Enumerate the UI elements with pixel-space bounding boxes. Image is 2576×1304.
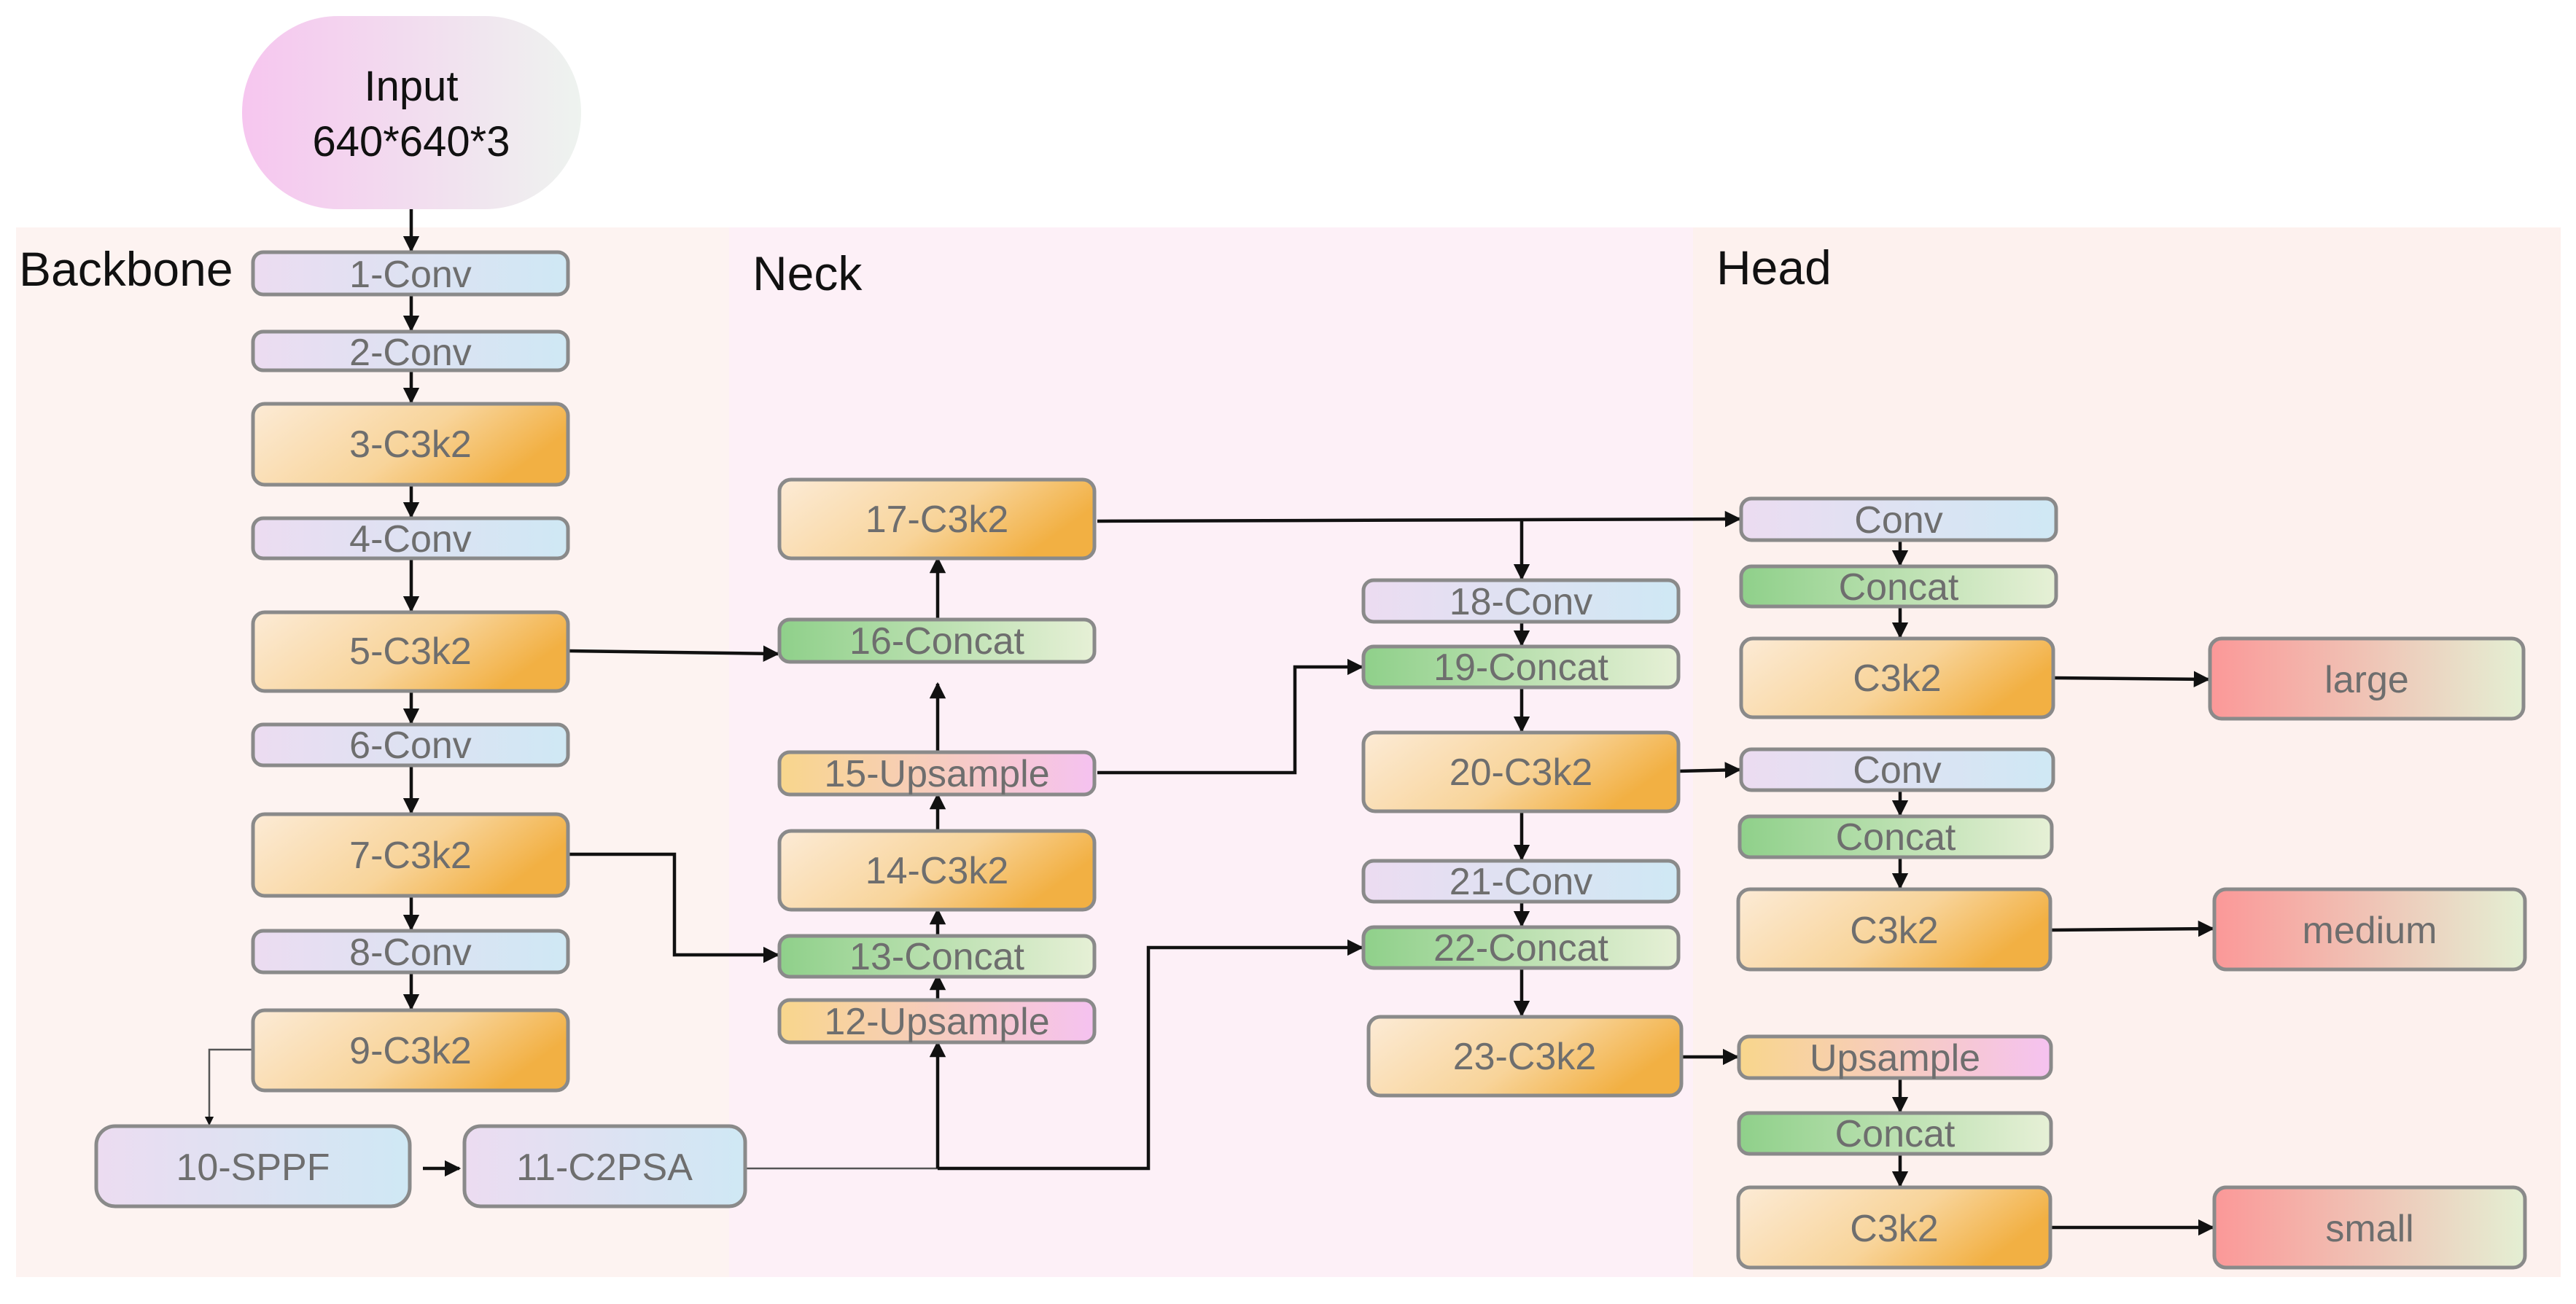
head-title: Head <box>1716 241 1832 294</box>
node-6-conv: 6-Conv <box>251 722 570 768</box>
node-label: 6-Conv <box>349 725 472 767</box>
edge-7-13 <box>569 852 780 964</box>
edge-17-headconv <box>1097 510 1742 528</box>
head-small-upsample: Upsample <box>1737 1034 2053 1080</box>
node-1-conv: 1-Conv <box>251 250 570 297</box>
output-medium: medium <box>2212 887 2527 972</box>
node-label: 15-Upsample <box>824 753 1049 795</box>
node-label: Conv <box>1853 749 1941 792</box>
node-23-c3k2: 23-C3k2 <box>1366 1015 1684 1098</box>
node-label: Concat <box>1836 816 1956 859</box>
node-8-conv: 8-Conv <box>251 929 570 975</box>
node-4-conv: 4-Conv <box>251 516 570 561</box>
node-label: 12-Upsample <box>824 1001 1049 1043</box>
node-label: 17-C3k2 <box>865 499 1009 541</box>
node-9-c3k2: 9-C3k2 <box>251 1008 570 1093</box>
node-label: 19-Concat <box>1433 647 1608 689</box>
node-label: 20-C3k2 <box>1450 751 1593 794</box>
node-17-c3k2: 17-C3k2 <box>777 477 1097 561</box>
node-label: 1-Conv <box>349 254 472 296</box>
node-14-c3k2: 14-C3k2 <box>777 829 1097 912</box>
input-label: Input <box>365 63 459 110</box>
node-22-concat: 22-Concat <box>1361 925 1681 970</box>
node-2-conv: 2-Conv <box>251 329 570 374</box>
node-18-conv: 18-Conv <box>1361 578 1681 624</box>
node-label: 5-C3k2 <box>349 630 472 673</box>
node-label: 11-C2PSA <box>516 1147 693 1189</box>
node-label: Concat <box>1835 1113 1956 1155</box>
node-20-c3k2: 20-C3k2 <box>1361 730 1681 813</box>
input-node: Input 640*640*3 <box>242 16 581 209</box>
backbone-title: Backbone <box>19 242 233 296</box>
node-11-c2psa: 11-C2PSA <box>462 1124 747 1209</box>
node-label: Conv <box>1854 499 1942 542</box>
node-label: 8-Conv <box>349 932 472 974</box>
node-3-c3k2: 3-C3k2 <box>251 402 570 487</box>
node-13-concat: 13-Concat <box>777 934 1097 979</box>
node-label: 13-Concat <box>849 936 1024 978</box>
head-small-concat: Concat <box>1737 1111 2053 1156</box>
node-label: 10-SPPF <box>176 1147 330 1189</box>
edge-hM-out <box>2050 920 2215 937</box>
edge-5-16 <box>568 645 780 662</box>
node-label: 4-Conv <box>349 518 472 561</box>
node-label: C3k2 <box>1853 657 1941 700</box>
edge-20-headconv <box>1678 762 1742 778</box>
node-10-sppf: 10-SPPF <box>94 1124 412 1209</box>
head-medium-concat: Concat <box>1738 814 2054 859</box>
node-label: C3k2 <box>1850 910 1938 952</box>
node-label: 21-Conv <box>1450 861 1593 903</box>
head-small-c3k2: C3k2 <box>1736 1185 2052 1270</box>
node-19-concat: 19-Concat <box>1361 644 1681 690</box>
node-label: 9-C3k2 <box>349 1030 472 1072</box>
node-label: small <box>2325 1208 2413 1250</box>
node-12-upsample: 12-Upsample <box>777 998 1097 1045</box>
neck-title: Neck <box>752 246 863 300</box>
node-label: 16-Concat <box>849 620 1024 663</box>
edge-15-19 <box>1097 658 1364 775</box>
node-label: Upsample <box>1810 1037 1980 1079</box>
node-label: 23-C3k2 <box>1453 1036 1597 1078</box>
edge-hL-out <box>2052 671 2211 688</box>
head-medium-c3k2: C3k2 <box>1736 887 2052 972</box>
node-label: Concat <box>1839 566 1959 609</box>
node-label: 2-Conv <box>349 332 472 374</box>
node-15-upsample: 15-Upsample <box>777 750 1097 797</box>
node-label: large <box>2324 659 2409 701</box>
node-label: C3k2 <box>1850 1208 1938 1250</box>
output-large: large <box>2208 636 2526 721</box>
node-label: 22-Concat <box>1433 927 1608 969</box>
edge-11-22 <box>938 939 1364 1171</box>
node-5-c3k2: 5-C3k2 <box>251 610 570 693</box>
node-label: 14-C3k2 <box>865 850 1009 892</box>
head-medium-conv: Conv <box>1739 747 2055 792</box>
edges <box>204 209 2215 1236</box>
node-7-c3k2: 7-C3k2 <box>251 812 570 898</box>
node-16-concat: 16-Concat <box>777 617 1097 664</box>
node-21-conv: 21-Conv <box>1361 859 1681 904</box>
head-large-concat: Concat <box>1739 564 2058 609</box>
input-size: 640*640*3 <box>313 118 510 165</box>
head-large-conv: Conv <box>1739 496 2058 542</box>
node-label: medium <box>2303 910 2437 952</box>
edge-9-10 <box>204 1048 253 1126</box>
node-label: 3-C3k2 <box>349 423 472 466</box>
head-large-c3k2: C3k2 <box>1739 636 2055 719</box>
output-small: small <box>2212 1185 2527 1270</box>
node-label: 7-C3k2 <box>349 835 472 877</box>
node-label: 18-Conv <box>1450 581 1593 623</box>
